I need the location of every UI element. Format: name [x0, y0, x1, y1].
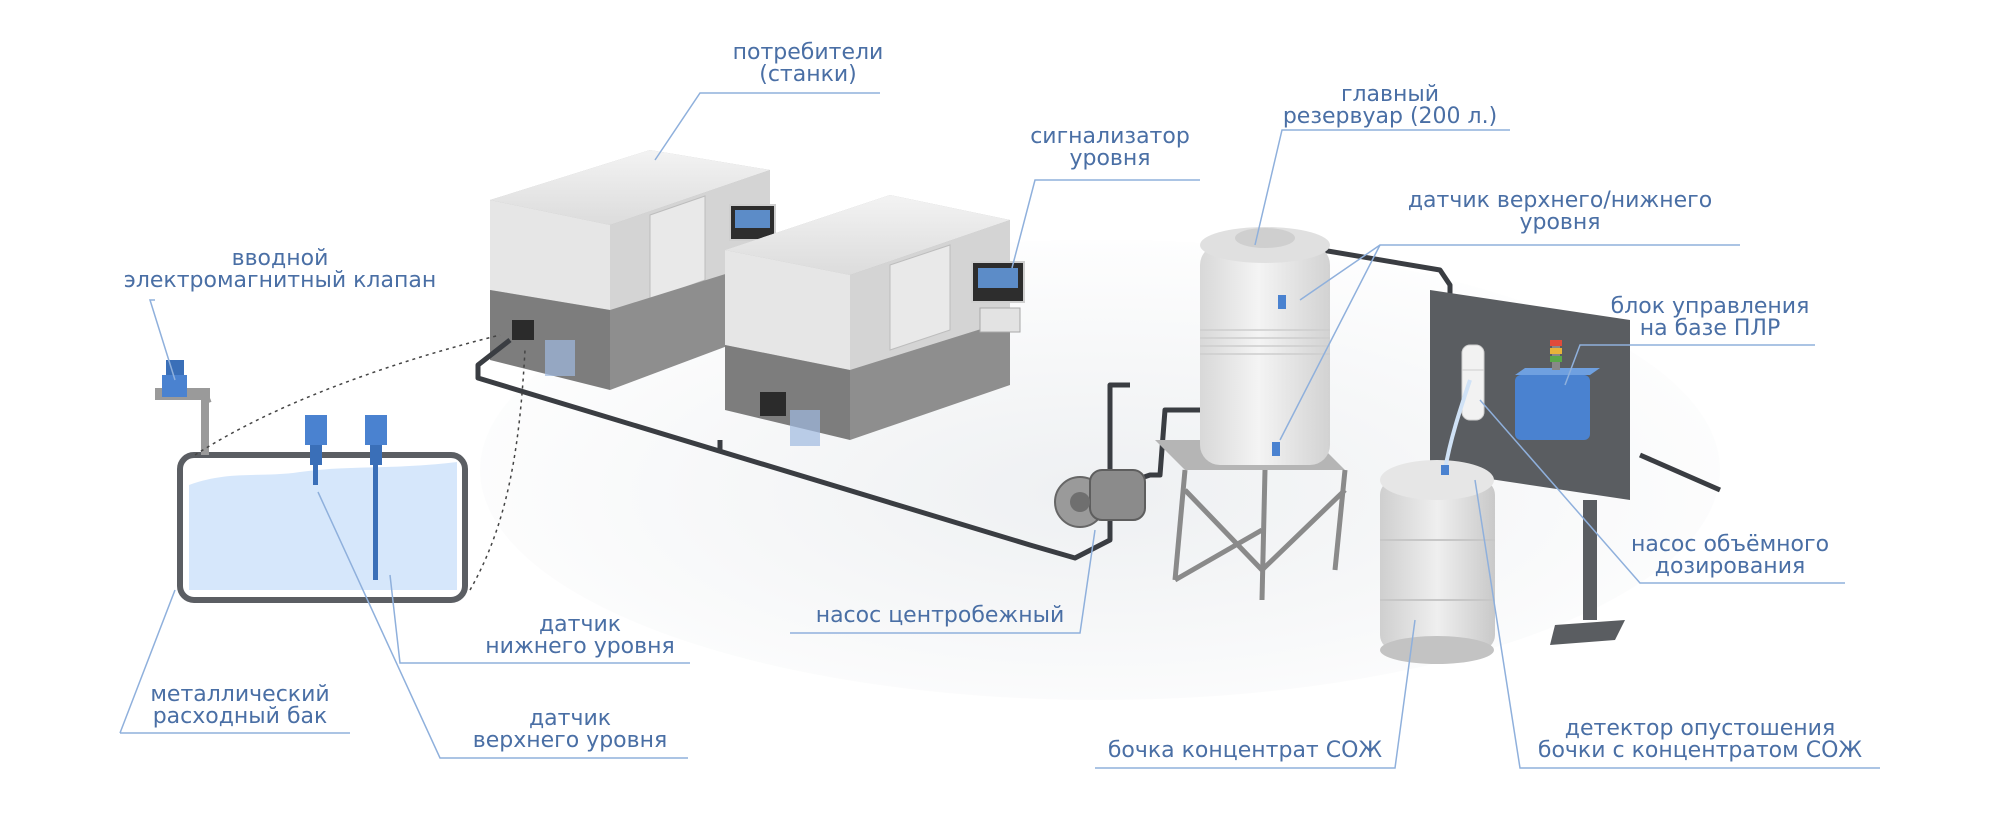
label-dosing-pump-line1: насос объёмного [1630, 532, 1830, 557]
pipe-network [475, 245, 1722, 561]
leader-lines [119, 92, 1880, 769]
label-inlet-valve-line1: вводной [231, 246, 329, 271]
main-tank [1155, 227, 1348, 601]
machine-2 [725, 195, 1025, 446]
label-barrel: бочка концентрат СОЖ [1090, 740, 1400, 762]
label-main-tank-line2: резервуар (200 л.) [1282, 104, 1498, 129]
label-low-sensor-line2: нижнего уровня [485, 634, 675, 659]
label-consumers: потребители (станки) [688, 42, 928, 86]
label-level-alarm: сигнализатор уровня [1010, 126, 1210, 170]
label-metal-tank-line2: расходный бак [152, 704, 328, 729]
label-plc-unit-line2: на базе ПЛР [1639, 316, 1781, 341]
label-barrel-line1: бочка концентрат СОЖ [1107, 738, 1383, 763]
machine-1 [490, 150, 776, 390]
label-upper-lower-sensor-line1: датчик верхнего/нижнего [1407, 188, 1713, 213]
dotted-links [194, 334, 526, 591]
label-empty-detector-line1: детектор опустошения [1564, 716, 1836, 741]
label-inlet-valve-line2: электромагнитный клапан [123, 268, 437, 293]
label-main-tank-line1: главный [1340, 82, 1440, 107]
label-high-sensor-line1: датчик [528, 706, 612, 731]
label-empty-detector-line2: бочки с концентратом СОЖ [1537, 738, 1863, 763]
label-inlet-valve: вводной электромагнитный клапан [100, 248, 460, 292]
label-plc-unit-line1: блок управления [1610, 294, 1810, 319]
label-upper-lower-sensor-line2: уровня [1519, 210, 1601, 235]
concentrate-barrel [1380, 379, 1495, 664]
label-metal-tank: металлический расходный бак [120, 684, 360, 728]
label-low-sensor-line1: датчик [538, 612, 622, 637]
label-plc-unit: блок управления на базе ПЛР [1580, 296, 1840, 340]
metal-tank [155, 360, 468, 603]
label-consumers-line1: потребители [732, 40, 884, 65]
label-empty-detector: детектор опустошения бочки с концентрато… [1515, 718, 1885, 762]
label-dosing-pump-line2: дозирования [1654, 554, 1806, 579]
label-dosing-pump: насос объёмного дозирования [1600, 534, 1860, 578]
control-panel [1430, 290, 1630, 645]
label-metal-tank-line1: металлический [150, 682, 330, 707]
label-upper-lower-sensor: датчик верхнего/нижнего уровня [1380, 190, 1740, 234]
label-low-sensor: датчик нижнего уровня [460, 614, 700, 658]
centrifugal-pump [1054, 469, 1146, 528]
label-level-alarm-line2: уровня [1069, 146, 1151, 171]
label-high-sensor: датчик верхнего уровня [440, 708, 700, 752]
label-high-sensor-line2: верхнего уровня [472, 728, 668, 753]
label-level-alarm-line1: сигнализатор [1030, 124, 1190, 149]
label-main-tank: главный резервуар (200 л.) [1260, 84, 1520, 128]
label-centrifugal-pump-line1: насос центробежный [815, 603, 1065, 628]
label-consumers-line2: (станки) [759, 62, 857, 87]
label-centrifugal-pump: насос центробежный [790, 605, 1090, 627]
